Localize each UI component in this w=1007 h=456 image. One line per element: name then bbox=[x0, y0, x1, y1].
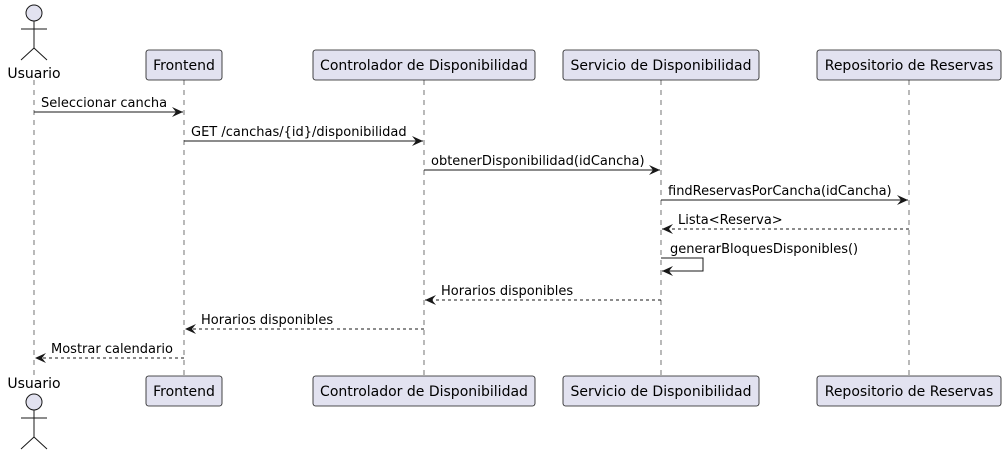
message-label-5: Lista<Reserva> bbox=[678, 213, 783, 228]
message-label-9: Mostrar calendario bbox=[51, 342, 173, 357]
message-label-3: obtenerDisponibilidad(idCancha) bbox=[431, 154, 645, 169]
message-label-8: Horarios disponibles bbox=[201, 313, 333, 328]
participant-box-top-repositorio: Repositorio de Reservas bbox=[816, 49, 1002, 81]
participant-label-top-frontend: Frontend bbox=[153, 58, 215, 74]
message-label-4: findReservasPorCancha(idCancha) bbox=[668, 184, 892, 199]
participant-label-top-controlador: Controlador de Disponibilidad bbox=[320, 58, 528, 74]
message-9: Mostrar calendario bbox=[35, 342, 184, 363]
message-label-7: Horarios disponibles bbox=[441, 284, 573, 299]
participant-box-bottom-frontend: Frontend bbox=[145, 375, 223, 407]
message-2: GET /canchas/{id}/disponibilidad bbox=[184, 125, 423, 146]
message-6: generarBloquesDisponibles() bbox=[661, 242, 858, 276]
message-label-2: GET /canchas/{id}/disponibilidad bbox=[191, 125, 407, 140]
message-arrow-6 bbox=[661, 257, 704, 276]
participant-label-top-servicio: Servicio de Disponibilidad bbox=[570, 58, 751, 74]
message-8: Horarios disponibles bbox=[185, 313, 424, 334]
message-5: Lista<Reserva> bbox=[662, 213, 909, 234]
participant-box-top-controlador: Controlador de Disponibilidad bbox=[312, 49, 536, 81]
participant-box-top-servicio: Servicio de Disponibilidad bbox=[562, 49, 760, 81]
bottom-usuario-actor-icon bbox=[20, 393, 48, 450]
message-label-1: Seleccionar cancha bbox=[41, 96, 167, 111]
message-1: Seleccionar cancha bbox=[34, 96, 183, 117]
participant-label-bottom-servicio: Servicio de Disponibilidad bbox=[570, 384, 751, 400]
participant-box-top-frontend: Frontend bbox=[145, 49, 223, 81]
top-usuario-actor-icon bbox=[20, 4, 48, 61]
participant-label-top-repositorio: Repositorio de Reservas bbox=[825, 58, 994, 74]
participant-label-top-usuario: Usuario bbox=[7, 66, 60, 82]
participant-label-bottom-usuario: Usuario bbox=[7, 376, 60, 392]
participant-label-bottom-controlador: Controlador de Disponibilidad bbox=[320, 384, 528, 400]
participant-label-bottom-repositorio: Repositorio de Reservas bbox=[825, 384, 994, 400]
participant-label-bottom-frontend: Frontend bbox=[153, 384, 215, 400]
participant-box-bottom-controlador: Controlador de Disponibilidad bbox=[312, 375, 536, 407]
participant-box-bottom-repositorio: Repositorio de Reservas bbox=[816, 375, 1002, 407]
message-7: Horarios disponibles bbox=[425, 284, 661, 305]
message-4: findReservasPorCancha(idCancha) bbox=[661, 184, 908, 205]
message-3: obtenerDisponibilidad(idCancha) bbox=[424, 154, 660, 175]
participant-box-bottom-servicio: Servicio de Disponibilidad bbox=[562, 375, 760, 407]
message-label-6: generarBloquesDisponibles() bbox=[670, 242, 858, 257]
